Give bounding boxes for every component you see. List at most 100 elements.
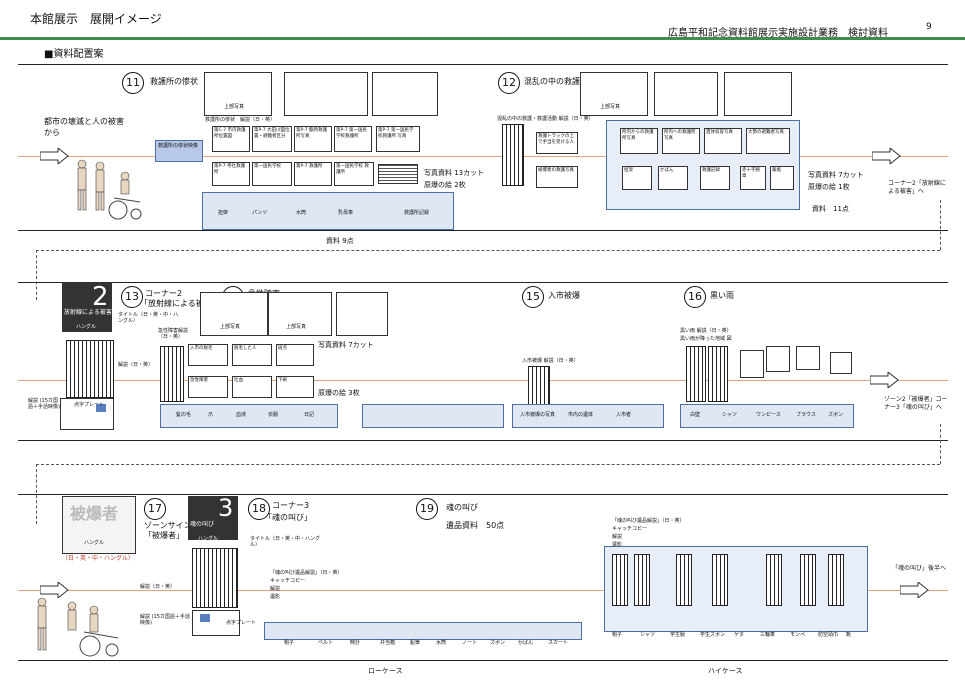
tenji-plate-label-row3: 点字プレート xyxy=(226,620,257,626)
low-case-item-8: ズボン xyxy=(490,640,506,646)
section-18-subtitle: 「魂の叫び」 xyxy=(264,513,312,522)
row3-center-line xyxy=(18,590,948,591)
mini-panel-11-4: 第P-7 第一国民学校救護所 xyxy=(334,126,372,152)
zone3-hangul: ハングル xyxy=(198,536,219,542)
case-item-15-3: 入市者 xyxy=(616,412,632,418)
case-item-12-2: かばん xyxy=(658,166,688,190)
flow-arrow-right-row2 xyxy=(870,372,899,388)
explain2-left: 解説 xyxy=(270,586,281,592)
low-case-item-4: 弁当箱 xyxy=(380,640,396,646)
title-note-row3: タイトル（日・英・中・ハングル） xyxy=(250,536,321,548)
mini-panel-12-3: 遺体収容写真 xyxy=(704,128,742,154)
video-kiosk-row2 xyxy=(60,398,114,430)
zone-sign-text: 被爆者 xyxy=(70,504,119,523)
section-13-title: コーナー2 xyxy=(145,289,183,298)
section-19-number: 19 xyxy=(416,498,438,520)
tall-panel-12 xyxy=(502,124,524,186)
high-case-item-6: 三輪車 xyxy=(760,632,776,638)
flow-arrow-left-row3 xyxy=(40,582,69,598)
page-number: 9 xyxy=(926,22,932,32)
case-item-11-4: 乳母車 xyxy=(338,210,354,216)
zone3-label: 魂の叫び xyxy=(190,521,215,528)
flow-arrow-right-row1 xyxy=(872,148,901,164)
row3-bottom-wall xyxy=(18,660,948,661)
tenji-plate-label-row2: 点字プレート xyxy=(74,402,105,408)
section-13-number: 13 xyxy=(121,286,143,308)
to-zone3-note: ゾーン2「被爆者」コーナー3「魂の叫び」へ xyxy=(884,396,948,411)
connector-h-2 xyxy=(36,464,940,465)
upper-photo-label-4: 上部写真 xyxy=(286,324,307,330)
upper-photo-label-3: 上部写真 xyxy=(220,324,241,330)
connector-right-2 xyxy=(940,424,941,464)
zone2-number: 2 xyxy=(92,282,109,312)
row1-bottom-wall xyxy=(18,230,948,231)
case-item-12-5: 薬瓶 xyxy=(770,166,794,190)
high-case-item-4: 学生ズボン xyxy=(700,632,726,638)
row1-top-wall xyxy=(18,64,948,65)
case-item-16-3: ワンピース xyxy=(756,412,781,418)
case-item-12-3: 救護記録 xyxy=(700,166,730,190)
low-case-item-7: ノート xyxy=(462,640,478,646)
low-case-item-6: 水筒 xyxy=(436,640,447,646)
case-item-15-1: 入市被爆の写真 xyxy=(520,412,556,418)
connector-left-1 xyxy=(36,250,37,300)
black-rain-note: 黒い雨 解説（日・英） xyxy=(680,328,732,334)
high-case-item-5: ゲタ xyxy=(734,632,745,638)
case-item-11-1: 担架 xyxy=(218,210,229,216)
high-case-item-7: モンペ xyxy=(790,632,806,638)
catch-copy-left: キャッチコピー xyxy=(270,578,306,584)
case-item-12-4: 赤十字腕章 xyxy=(740,166,766,190)
low-case-item-10: スカート xyxy=(548,640,569,646)
zone2-hangul: ハングル xyxy=(76,324,97,330)
page-title: 本館展示 展開イメージ xyxy=(30,12,162,26)
portrait-left: 遺影 xyxy=(270,594,281,600)
video-note-row2: 解説 (15カ国語＋手話映像) xyxy=(28,398,60,410)
left-intro-text: 都市の壊滅と人の被害から xyxy=(44,117,124,137)
low-case-item-2: ベルト xyxy=(318,640,334,646)
title-note-row2: タイトル（日・英・中・ハングル） xyxy=(118,312,179,324)
display-case-14a xyxy=(160,404,338,428)
section-11-number: 11 xyxy=(122,72,144,94)
black-rain-map-note: 黒い雨が降った地域 図 xyxy=(680,336,732,342)
display-case-16 xyxy=(680,404,854,428)
section-12-title: 混乱の中の救護・救護活動 xyxy=(524,77,620,86)
mini-panel-14-1: 入市の脱毛 xyxy=(188,344,228,366)
row2-center-line xyxy=(18,380,948,381)
zone2-display-panel xyxy=(66,340,114,398)
low-case-item-9: かばん xyxy=(518,640,534,646)
mini-panel-11-3: 第P-7 臨時救護所写真 xyxy=(294,126,332,152)
high-case-panel-6 xyxy=(800,554,816,606)
upper-photo-panel-5 xyxy=(654,72,718,116)
case-item-14-1: 髪の毛 xyxy=(176,412,192,418)
section-12-number: 12 xyxy=(498,72,520,94)
photo-16-4 xyxy=(830,352,852,374)
tall-panel-14 xyxy=(160,346,184,402)
low-case-label: ローケース xyxy=(368,667,403,675)
high-case-panel-2 xyxy=(634,554,650,606)
tall-panel-16a xyxy=(686,346,706,402)
original-drawing-note-2: 原爆の絵 1枚 xyxy=(808,183,850,191)
mini-panel-14-4: 急性障害 xyxy=(188,376,228,398)
row1-center-line xyxy=(18,156,948,157)
high-case-label: ハイケース xyxy=(708,667,743,675)
mini-panel-11-2: 第P-7 大田川図位置・避難者区分 xyxy=(252,126,292,152)
photo-16-1 xyxy=(740,350,764,378)
mini-panel-12-1: 所内からの救護所写真 xyxy=(620,128,658,154)
case-item-16-4: ブラウス xyxy=(796,412,817,418)
case-item-16-1: 白壁 xyxy=(690,412,701,418)
relic-count: 遺品資料 50点 xyxy=(446,521,505,530)
photo-16-2 xyxy=(766,346,790,372)
relic-note-left: 「魂の叫び遺品解説」（日・英） xyxy=(270,570,343,576)
case-item-16-5: ズボン xyxy=(828,412,844,418)
upper-photo-panel-6 xyxy=(724,72,792,116)
high-case-item-2: シャツ xyxy=(640,632,656,638)
mini-panel-11-5: 第P-7 第一国民学校救護所 写真 xyxy=(376,126,420,152)
rescue-video-button[interactable]: 救護所の惨状映像 xyxy=(155,140,203,162)
high-case-item-3: 学生服 xyxy=(670,632,686,638)
case-item-14-2: 爪 xyxy=(208,412,214,418)
section-18-title: コーナー3 xyxy=(272,501,310,510)
section-15-title: 入市被爆 xyxy=(548,291,580,300)
high-case-panel-1 xyxy=(612,554,628,606)
explain2-right: 解説 xyxy=(612,534,623,540)
original-drawing-note-1: 原爆の絵 2枚 xyxy=(424,181,466,189)
